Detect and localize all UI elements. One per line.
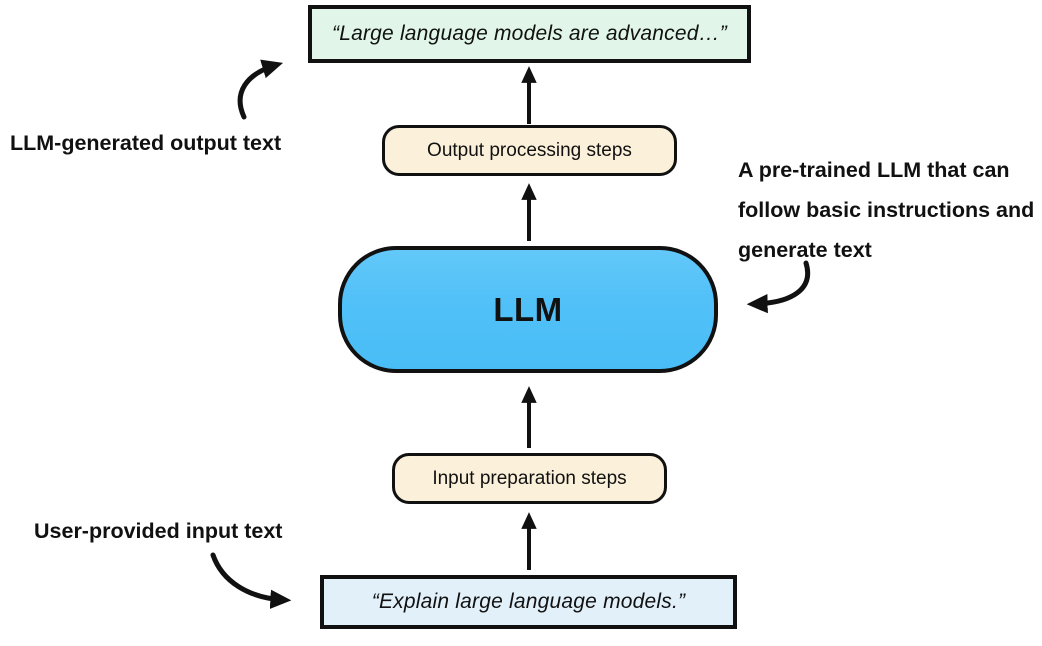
node-input-preparation-steps: Input preparation steps: [392, 453, 667, 504]
input-quote-text: “Explain large language models.”: [371, 590, 686, 613]
input-preparation-steps-label: Input preparation steps: [432, 467, 627, 489]
output-processing-steps-label: Output processing steps: [427, 139, 632, 161]
curved-arrow-output-label-to-output-quote-icon: [237, 59, 284, 120]
annotation-user-provided-input-text: User-provided input text: [34, 519, 283, 543]
annotation-pretrained-llm-note: A pre-trained LLM that can follow basic …: [738, 158, 1035, 262]
output-quote-text: “Large language models are advanced…”: [332, 22, 727, 45]
annotation-llm-generated-output-text: LLM-generated output text: [10, 131, 282, 155]
node-input-quote: “Explain large language models.”: [320, 575, 737, 629]
llm-label: LLM: [493, 290, 563, 328]
node-output-quote: “Large language models are advanced…”: [308, 5, 751, 63]
node-output-processing-steps: Output processing steps: [382, 125, 677, 176]
curved-arrow-input-label-to-input-quote-icon: [210, 552, 292, 609]
node-llm: LLM: [338, 246, 718, 373]
